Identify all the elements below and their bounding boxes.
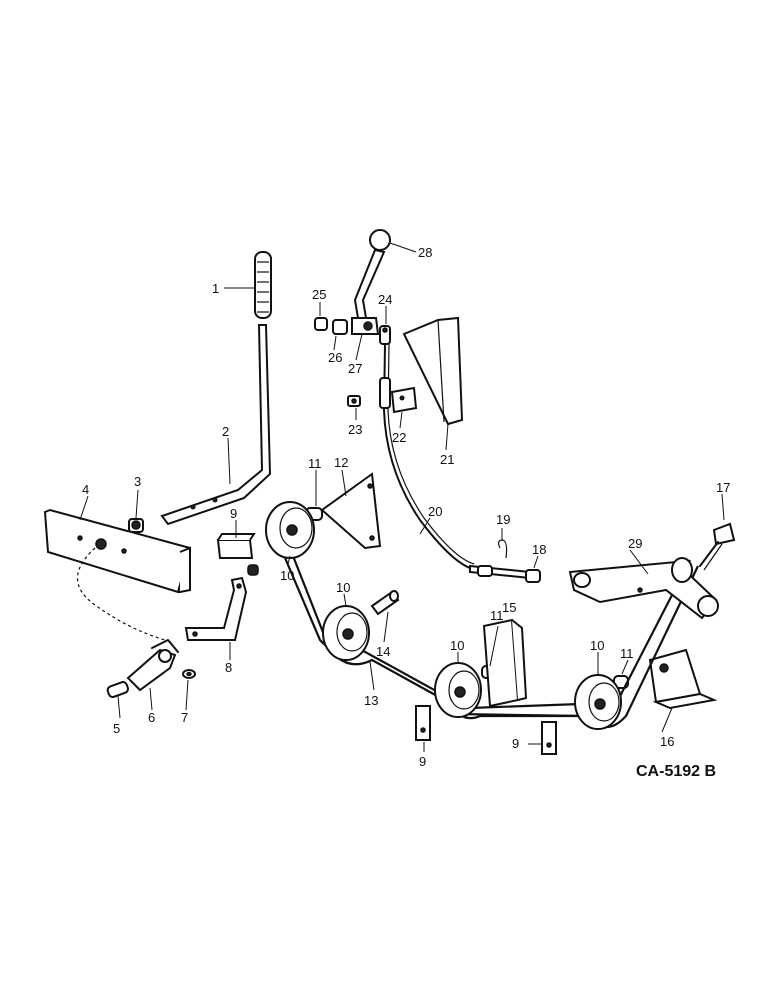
pulley-middle-right <box>434 662 482 718</box>
nut <box>525 569 541 583</box>
shift-lever <box>351 229 391 335</box>
callout-11-upper: 11 <box>308 456 322 471</box>
callout-11-middle: 11 <box>490 608 504 623</box>
sleeve <box>332 319 348 335</box>
callout-26: 26 <box>328 350 342 365</box>
callout-10-middle-right: 10 <box>450 638 464 653</box>
arm-bracket <box>184 576 248 641</box>
callout-29: 29 <box>628 536 642 551</box>
base-bracket <box>648 648 718 710</box>
callout-24: 24 <box>378 292 392 307</box>
callout-3: 3 <box>134 474 141 489</box>
cable-terminal <box>469 539 531 580</box>
bushing <box>128 518 144 533</box>
clip-bracket-middle <box>415 705 431 741</box>
cable-end <box>379 325 391 345</box>
cable-end-fitting <box>699 522 736 571</box>
pulley-shaft <box>370 590 400 616</box>
pulley-bracket-plate <box>320 472 382 550</box>
clevis <box>126 639 179 692</box>
pulley-middle-left <box>322 605 370 661</box>
figure-code: CA-5192 B <box>636 763 716 780</box>
clip-bracket-left <box>216 533 259 576</box>
callout-18: 18 <box>532 542 546 557</box>
pulley-upper <box>265 501 315 559</box>
cap <box>314 317 328 331</box>
callout-1: 1 <box>212 281 219 296</box>
callout-10-middle-left: 10 <box>336 580 350 595</box>
callout-5: 5 <box>113 721 120 736</box>
callout-20: 20 <box>428 504 442 519</box>
callout-15: 15 <box>502 600 516 615</box>
mounting-bracket <box>43 508 192 594</box>
callout-10-right: 10 <box>590 638 604 653</box>
callout-10-upper: 10 <box>280 568 294 583</box>
callout-9-middle: 9 <box>419 754 426 769</box>
callout-9-right: 9 <box>512 736 519 751</box>
callout-12: 12 <box>334 455 348 470</box>
control-cable <box>383 343 471 569</box>
callout-19: 19 <box>496 512 510 527</box>
side-bracket <box>402 316 464 426</box>
callout-11-right: 11 <box>620 646 634 661</box>
callout-16: 16 <box>660 734 674 749</box>
pin <box>106 681 129 698</box>
callout-13: 13 <box>364 693 378 708</box>
callout-2: 2 <box>222 424 229 439</box>
callout-6: 6 <box>148 710 155 725</box>
callout-14: 14 <box>376 644 390 659</box>
grip-handle <box>254 251 272 319</box>
upright-bracket <box>482 618 528 708</box>
linkage-arm <box>568 557 719 620</box>
callout-21: 21 <box>440 452 454 467</box>
clip-bracket-right <box>541 721 557 755</box>
callout-8: 8 <box>225 660 232 675</box>
callout-7: 7 <box>181 710 188 725</box>
callout-4: 4 <box>82 482 89 497</box>
callout-22: 22 <box>392 430 406 445</box>
callout-28: 28 <box>418 245 432 260</box>
callout-25: 25 <box>312 287 326 302</box>
callout-9-left: 9 <box>230 506 237 521</box>
lever-rod <box>160 324 272 526</box>
callout-17: 17 <box>716 480 730 495</box>
pulley-right <box>574 674 622 730</box>
callout-27: 27 <box>348 361 362 376</box>
cable-clip <box>347 395 361 407</box>
clamp-plate <box>390 386 418 414</box>
callout-23: 23 <box>348 422 362 437</box>
washer <box>182 669 196 679</box>
